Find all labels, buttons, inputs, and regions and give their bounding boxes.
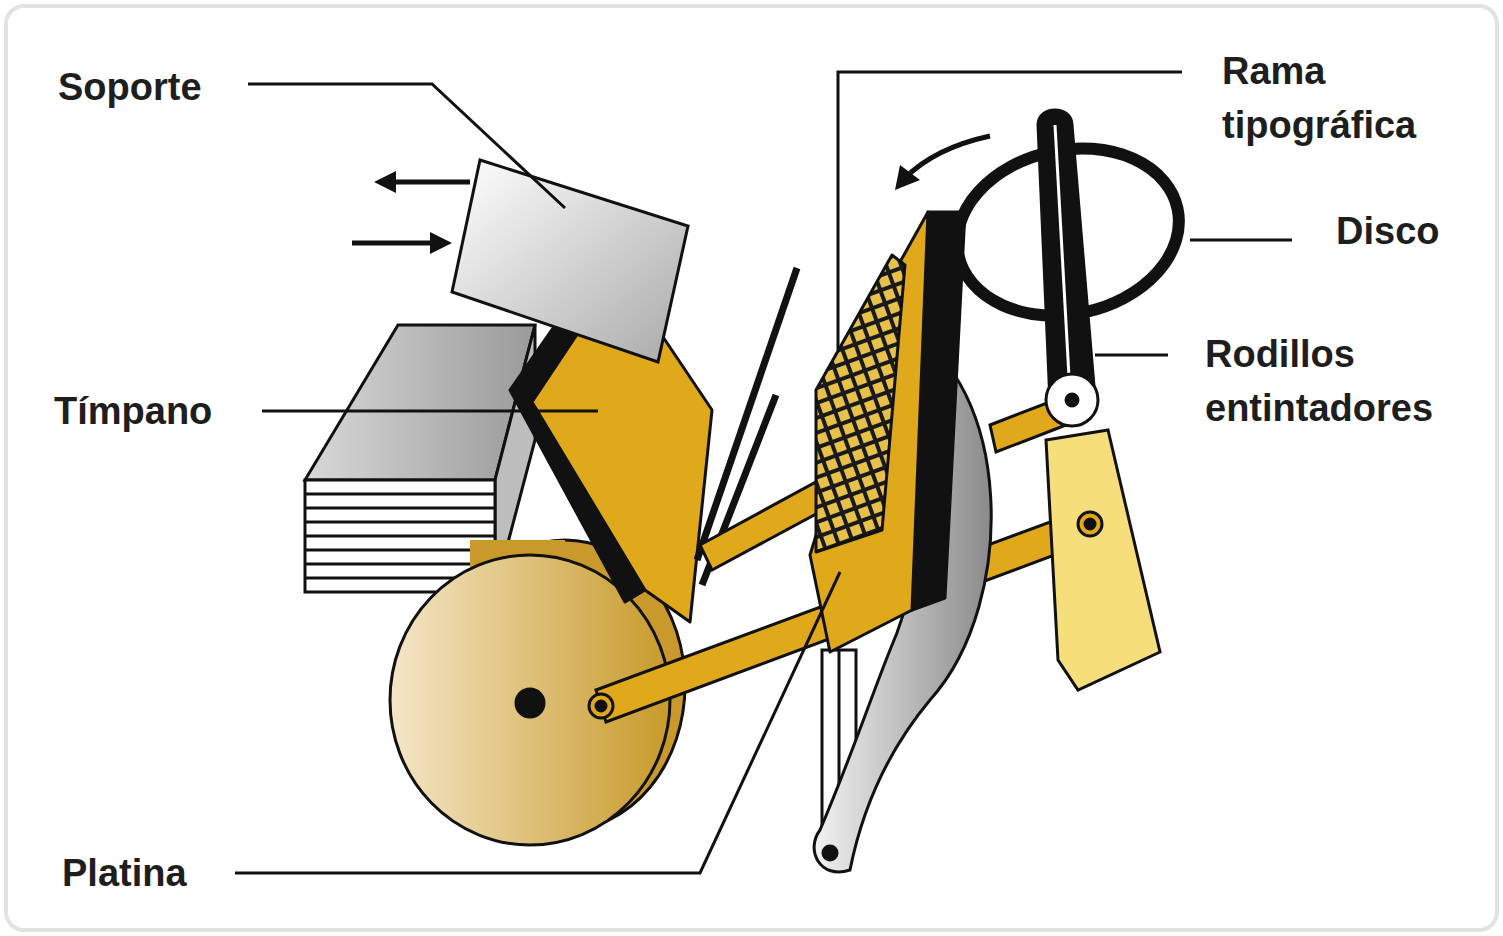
part-label: Disco <box>1336 204 1486 258</box>
part-label: Rodillos entintadores <box>1205 327 1485 435</box>
part-label: Tímpano <box>54 384 274 438</box>
part-label: Platina <box>62 846 262 900</box>
frame <box>6 6 1497 930</box>
part-label: Soporte <box>58 60 278 114</box>
tympan <box>510 318 712 622</box>
rotation-arrow <box>905 136 990 178</box>
part-label: Rama tipográfica <box>1222 44 1462 152</box>
support-sheet <box>352 160 688 362</box>
ink-rollers <box>990 110 1160 690</box>
rotation-arrow-head <box>895 165 920 190</box>
leader-lines <box>235 72 1292 873</box>
